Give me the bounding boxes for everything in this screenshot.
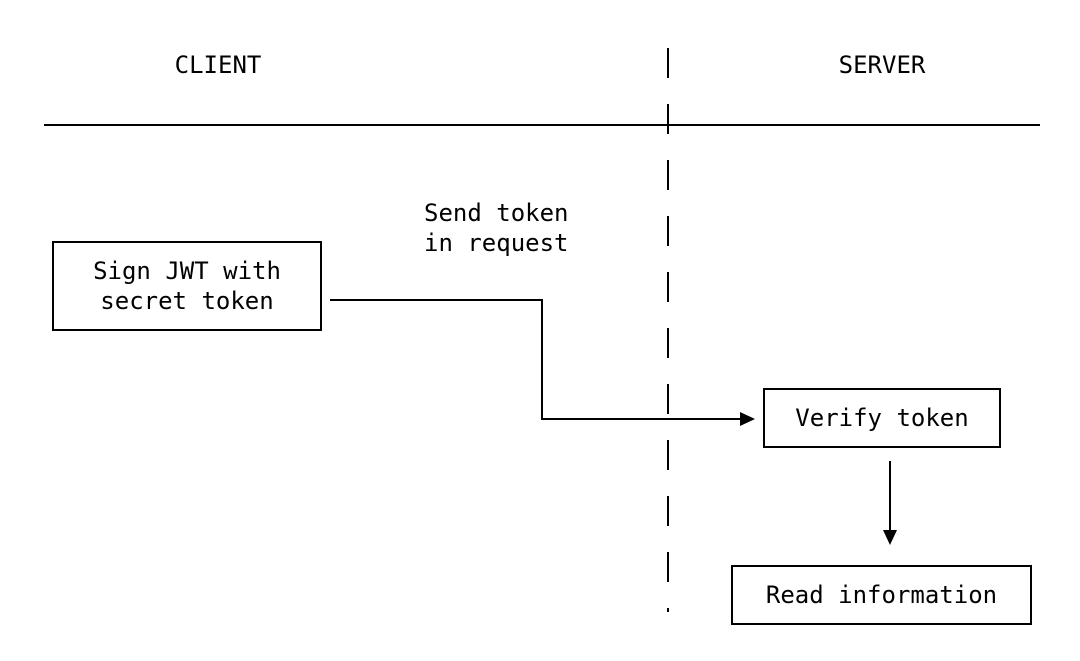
send-token-arrowhead	[740, 412, 755, 426]
send-token-connector	[330, 299, 744, 420]
sign-jwt-label: Sign JWT with secret token	[93, 257, 281, 315]
sign-jwt-box: Sign JWT with secret token	[52, 241, 322, 331]
read-information-label: Read information	[765, 581, 998, 609]
verify-token-box: Verify token	[763, 388, 1001, 448]
server-lane-title: SERVER	[838, 51, 926, 79]
verify-to-read-arrowhead	[883, 530, 897, 545]
client-lane-title: CLIENT	[174, 51, 262, 79]
send-token-label: Send token in request	[424, 199, 569, 257]
verify-token-label: Verify token	[795, 404, 969, 432]
read-information-box: Read information	[731, 565, 1032, 625]
